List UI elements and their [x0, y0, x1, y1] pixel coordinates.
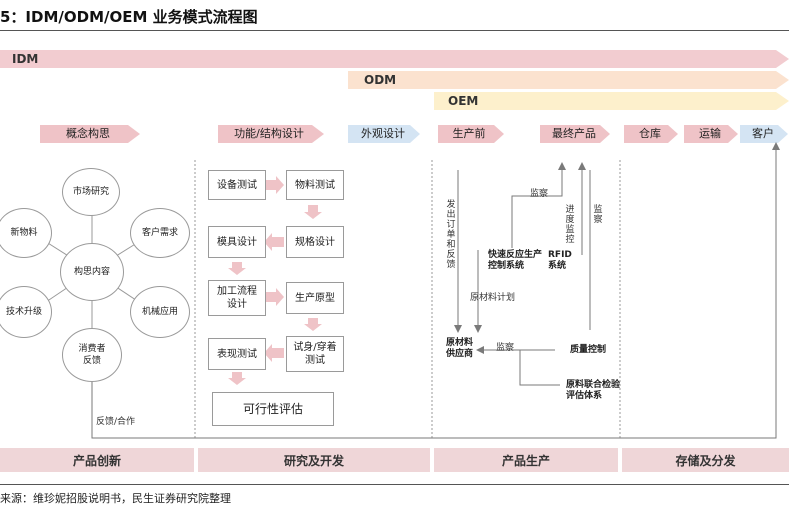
- box-material-test: 物料测试: [286, 170, 344, 200]
- phase-transport: 运输: [699, 127, 721, 140]
- material-supplier: 原材料供应商: [446, 338, 474, 359]
- box-fitting-test: 试身/穿着测试: [286, 336, 344, 372]
- source-divider: [0, 484, 789, 485]
- concept-consumer-feedback: 消费者反馈: [62, 328, 122, 382]
- monitor-top-label: 监察: [530, 189, 549, 199]
- box-process-design: 加工流程设计: [208, 280, 266, 316]
- box-feasibility: 可行性评估: [212, 392, 334, 426]
- phase-customer: 客户: [752, 127, 774, 140]
- concept-customer-demand: 客户需求: [130, 208, 190, 258]
- box-spec-design: 规格设计: [286, 226, 344, 258]
- flow-arrow-7: [264, 344, 284, 362]
- odm-label: ODM: [364, 73, 397, 87]
- arrow-concept: [40, 125, 140, 143]
- footer-innovation: 产品创新: [0, 448, 194, 472]
- arrow-pre-production: [438, 125, 504, 143]
- arrow-warehouse: [624, 125, 678, 143]
- monitor-bottom-label: 监察: [496, 343, 515, 353]
- box-equipment-test: 设备测试: [208, 170, 266, 200]
- material-plan-label: 原材料计划: [470, 293, 516, 303]
- feedback-cooperation-label: 反馈/合作: [96, 417, 136, 427]
- phase-concept: 概念构思: [66, 127, 110, 140]
- concept-market-research: 市场研究: [62, 168, 120, 216]
- arrow-final-product: [540, 125, 610, 143]
- flow-arrow-5: [264, 288, 284, 306]
- concept-new-materials: 新物料: [0, 208, 52, 258]
- arrow-function-design: [218, 125, 324, 143]
- source-note: 来源：维珍妮招股说明书，民生证券研究院整理: [0, 492, 231, 505]
- odm-band: [348, 71, 789, 89]
- footer-storage: 存储及分发: [622, 448, 789, 472]
- flow-arrow-6: [304, 318, 322, 331]
- flow-arrow-1: [264, 176, 284, 194]
- box-performance-test: 表现测试: [208, 338, 266, 370]
- idm-band: [0, 50, 789, 68]
- flow-arrow-2: [304, 205, 322, 219]
- phase-appearance-design: 外观设计: [361, 127, 405, 140]
- quick-response-system: 快速反应生产控制系统: [488, 250, 543, 271]
- oem-label: OEM: [448, 94, 479, 108]
- phase-function-design: 功能/结构设计: [234, 127, 304, 140]
- progress-monitor-label: 进度监控: [565, 205, 575, 245]
- arrow-customer: [740, 125, 788, 143]
- phase-final-product: 最终产品: [552, 127, 596, 140]
- inspection-system: 原料联合检验评估体系: [566, 380, 621, 401]
- flow-arrow-3: [264, 233, 284, 251]
- phase-pre-production: 生产前: [452, 127, 486, 140]
- monitor-right-label: 监察: [593, 205, 603, 225]
- rfid-system: RFID系统: [548, 250, 572, 271]
- arrow-appearance-design: [348, 125, 420, 143]
- send-order-label: 发出订单和反馈: [446, 200, 456, 270]
- phase-warehouse: 仓库: [639, 127, 661, 140]
- quality-control: 质量控制: [570, 345, 607, 355]
- footer-rnd: 研究及开发: [198, 448, 430, 472]
- concept-tech-upgrade: 技术升级: [0, 286, 52, 338]
- concept-machinery-application: 机械应用: [130, 286, 190, 338]
- oem-band: [434, 92, 789, 110]
- box-production-prototype: 生产原型: [286, 282, 344, 314]
- idm-label: IDM: [12, 52, 39, 66]
- concept-center: 构思内容: [60, 243, 124, 301]
- diagram-title: 5：IDM/ODM/OEM 业务模式流程图: [0, 8, 258, 26]
- title-divider: [0, 30, 789, 31]
- box-mold-design: 模具设计: [208, 226, 266, 258]
- footer-production: 产品生产: [434, 448, 618, 472]
- flow-arrow-8: [228, 372, 246, 385]
- flow-arrow-4: [228, 262, 246, 275]
- arrow-transport: [684, 125, 738, 143]
